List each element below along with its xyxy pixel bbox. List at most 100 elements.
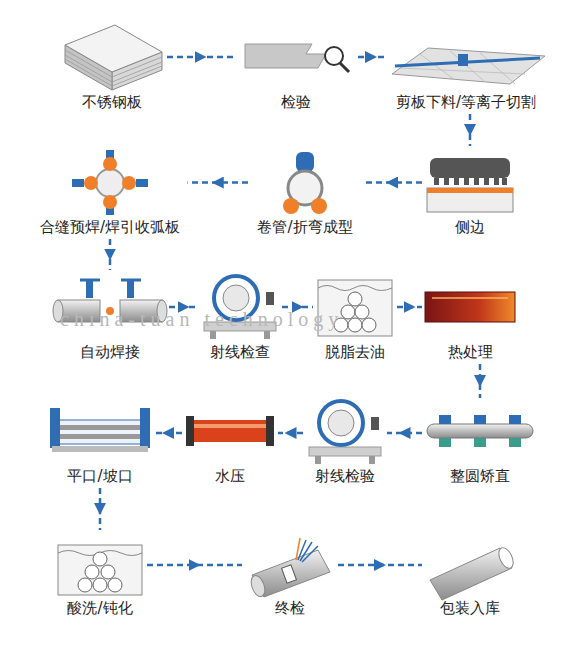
bevelling-machine-part: [52, 420, 148, 444]
edge-milling-machine: [427, 158, 513, 212]
pipe-rolling-icon-part: [311, 198, 327, 214]
final-inspection-icon-part: [296, 538, 300, 560]
seam-preweld-icon-part: [103, 157, 117, 171]
step-label: 合缝预焊/焊引收弧板: [40, 217, 180, 237]
process-step: 合缝预焊/焊引收弧板: [35, 148, 186, 237]
xray-inspection-icon-part: [319, 401, 363, 445]
steel-plate-stack: [65, 25, 162, 90]
plate-cutting-icon: [392, 48, 545, 84]
process-step: 整圆矫直: [424, 400, 536, 486]
xray-inspection-icon-part: [315, 456, 321, 464]
pickling-tank-part-part: [93, 552, 107, 566]
flow-arrow: [99, 488, 102, 530]
step-label: 酸洗/钝化: [67, 598, 132, 618]
straightening-icon-part-part: [509, 438, 521, 447]
process-step: 射线检验: [305, 400, 385, 486]
process-step: 酸洗/钝化: [55, 532, 145, 618]
process-step: 不锈钢板: [59, 22, 165, 112]
xray-inspection-icon-part: [369, 456, 375, 464]
step-label: 水压: [215, 466, 245, 486]
watermark: china-tuan technology: [60, 308, 343, 331]
pickling-tank: [58, 545, 142, 595]
flow-arrow: [479, 364, 482, 398]
seam-preweld-icon-part: [122, 176, 136, 190]
edge-milling-machine-part-part: [474, 178, 479, 185]
final-inspection-icon-part: [282, 565, 297, 583]
bevelling-machine-part: [60, 425, 140, 430]
pipe-rolling-icon: [283, 152, 327, 214]
bevelling-machine: [50, 408, 150, 452]
edge-milling-machine-part-part: [444, 178, 449, 185]
straightening-icon-part-part: [439, 438, 451, 447]
pickling-tank-part-part: [93, 578, 107, 592]
steel-plate-stack-part: [65, 25, 162, 72]
icon-space: [315, 272, 395, 342]
step-label: 不锈钢板: [82, 92, 142, 112]
process-step: 卷管/折弯成型: [250, 148, 360, 237]
plate-cutting-icon-part: [458, 54, 468, 66]
process-step: 水压: [184, 400, 276, 486]
flow-arrow: [282, 306, 313, 309]
step-label: 终检: [275, 598, 305, 618]
xray-inspection-icon-part: [309, 447, 381, 456]
flow-arrow: [169, 306, 198, 309]
steel-plate-stack-part: [65, 50, 162, 86]
flow-arrow: [338, 564, 422, 567]
flow-arrow: [278, 432, 303, 435]
straightening-icon-part: [439, 415, 521, 447]
inspection-icon-part: [245, 44, 326, 68]
pickling-tank-part-part: [85, 565, 99, 579]
seam-preweld-icon-part: [96, 169, 124, 197]
degreasing-tank-part-part: [355, 305, 369, 319]
icon-space: [184, 400, 276, 466]
edge-milling-machine-part-part: [434, 178, 439, 185]
bevelling-machine-part: [60, 434, 140, 439]
xray-inspection-icon: [309, 401, 381, 464]
process-step: 包装入库: [424, 532, 516, 618]
straightening-icon-part-part: [509, 415, 521, 424]
icon-space: [250, 148, 360, 217]
step-label: 剪板下料/等离子切割: [396, 92, 536, 112]
process-step: 侧边: [424, 148, 516, 237]
xray-inspection-icon-part: [264, 331, 270, 339]
icon-space: [55, 532, 145, 598]
edge-milling-machine-part-part: [484, 178, 489, 185]
step-label: 整圆矫直: [450, 466, 510, 486]
icon-space: [424, 148, 516, 217]
flow-arrow: [188, 181, 249, 184]
step-label: 热处理: [448, 342, 493, 362]
flow-arrow: [397, 306, 422, 309]
degreasing-tank-part-part: [348, 292, 362, 306]
heat-treatment-bar: [425, 292, 515, 322]
xray-inspection-icon-part: [210, 331, 216, 339]
edge-milling-machine-part-part: [494, 178, 499, 185]
pickling-tank-part-part: [101, 565, 115, 579]
xray-inspection-icon-part: [266, 292, 274, 305]
icon-space: [386, 22, 546, 92]
xray-inspection-icon-part: [223, 285, 249, 311]
edge-milling-machine-part: [430, 158, 510, 178]
auto-welding-icon-part: [127, 280, 134, 298]
degreasing-tank-part: [318, 286, 392, 291]
final-inspection-icon: [249, 538, 330, 598]
icon-space: [424, 272, 516, 342]
process-step: 检验: [236, 22, 356, 112]
icon-space: [305, 400, 385, 466]
degreasing-tank-part-part: [348, 318, 362, 332]
step-label: 射线检查: [210, 342, 270, 362]
plate-cutting-icon-part: [392, 48, 545, 84]
seam-preweld-icon: [72, 150, 148, 215]
final-inspection-icon-part: [249, 574, 268, 599]
step-label: 脱脂去油: [325, 342, 385, 362]
bevelling-machine-part: [140, 408, 150, 448]
inspection-icon: [245, 44, 349, 72]
step-label: 包装入库: [440, 598, 500, 618]
final-inspection-icon-part: [298, 540, 318, 562]
inspection-icon-part: [325, 47, 343, 65]
flow-arrow: [167, 56, 234, 59]
icon-space: [48, 400, 152, 466]
icon-space: [424, 532, 516, 598]
pipe-rolling-icon-part: [296, 152, 314, 172]
flow-arrow: [469, 114, 472, 146]
hydrostatic-test-icon: [186, 416, 274, 446]
